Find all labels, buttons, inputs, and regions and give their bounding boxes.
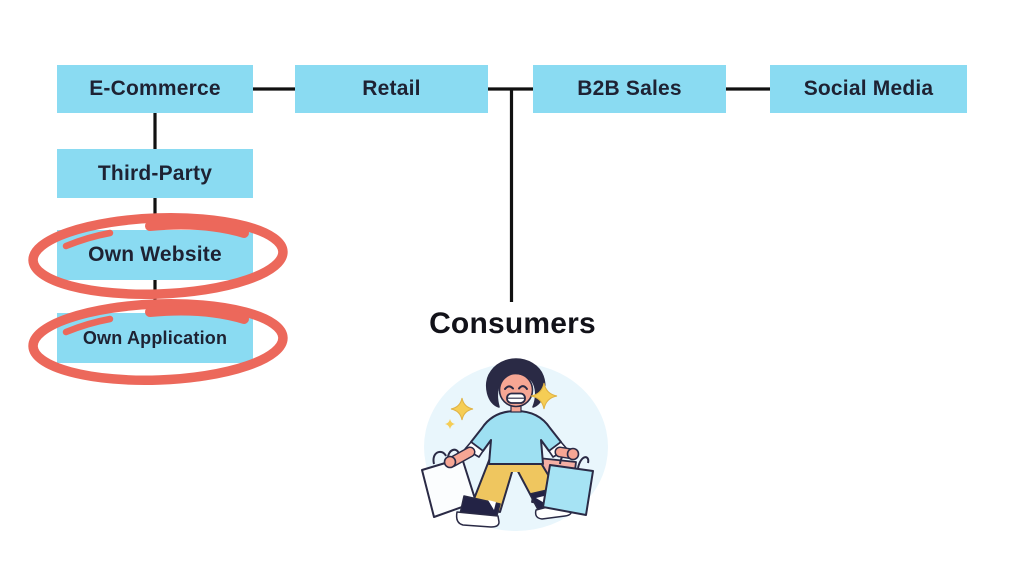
- node-retail: Retail: [295, 65, 488, 113]
- head: [486, 358, 546, 413]
- sparkle-right: [530, 382, 558, 410]
- consumers-label: Consumers: [429, 307, 596, 340]
- node-b2b-sales: B2B Sales: [533, 65, 726, 113]
- hand-left: [443, 455, 457, 469]
- node-own-application: Own Application: [57, 313, 253, 363]
- node-ecommerce: E-Commerce: [57, 65, 253, 113]
- sneaker-left: [455, 495, 501, 528]
- shopping-bag-blue: [542, 450, 594, 516]
- node-own-website: Own Website: [57, 230, 253, 280]
- sparkle-left: [450, 397, 474, 421]
- girl-with-shopping-bags-illustration: [421, 358, 608, 531]
- smile: [506, 392, 526, 404]
- arms: [443, 446, 580, 469]
- eye-left: [504, 385, 514, 390]
- eye-right: [518, 385, 528, 390]
- hand-right: [566, 447, 580, 461]
- node-third-party: Third-Party: [57, 149, 253, 198]
- sparkle-left-small: [445, 419, 455, 429]
- node-social-media: Social Media: [770, 65, 967, 113]
